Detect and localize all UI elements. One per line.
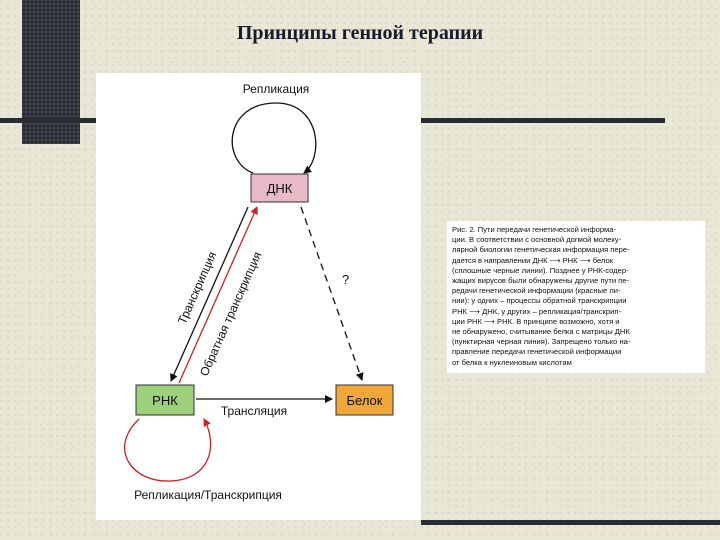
replication-label: Репликация [243, 82, 310, 96]
transcription-arrow [170, 206, 249, 382]
caption-line: не обнаружено, считывание белка с матриц… [452, 327, 630, 337]
reverse-transcription-arrow [178, 206, 258, 384]
rna-label: РНК [152, 393, 178, 408]
caption-line: нии): у одних – процессы обратной транск… [452, 296, 627, 306]
caption-line: РНК ⟶ ДНК, у других – репликация/транскр… [452, 306, 621, 316]
dna-label: ДНК [267, 181, 293, 196]
question-mark-label: ? [342, 272, 349, 287]
diagram-panel: Репликация ДНК Транскрипция Обратная тра… [96, 73, 421, 520]
protein-node [335, 384, 394, 416]
caption-panel: Рис. 2. Пути передачи генетической инфор… [447, 221, 705, 373]
gene-flow-diagram: Репликация ДНК Транскрипция Обратная тра… [123, 82, 394, 502]
caption-line: редачи генетической информации (красные … [452, 286, 621, 296]
dna-replication-loop [231, 102, 317, 174]
slide-title: Принципы генной терапии [236, 22, 484, 44]
decorative-line-bottom [421, 520, 720, 525]
dna-node [250, 173, 309, 203]
dna-to-protein-dashed-arrow [300, 206, 364, 381]
caption-line: жащих вирусов были обнаружены другие пут… [452, 276, 630, 286]
caption-line: правление передачи генетической информац… [452, 347, 622, 357]
rna-replication-label: Репликация/Транскрипция [134, 488, 282, 502]
caption-line: от белка к нуклеиновым кислотам [452, 357, 572, 367]
protein-label: Белок [347, 393, 383, 408]
decorative-line-right [421, 118, 665, 123]
caption-line: (сплошные черные линии). Позднее у РНК-с… [452, 265, 629, 275]
translation-label: Трансляция [221, 404, 287, 418]
caption-line: дается в направлении ДНК ⟶ РНК ⟶ белок [452, 255, 613, 265]
caption-line: (пунктирная черная линия). Запрещено тол… [452, 337, 631, 347]
caption-line: ции РНК ⟶ РНК. В принципе возможно, хотя… [452, 316, 620, 326]
rna-replication-loop [123, 418, 212, 482]
rna-node [135, 384, 195, 416]
caption-line: Рис. 2. Пути передачи генетической инфор… [452, 225, 617, 234]
decorative-line-left [0, 118, 96, 123]
caption-line: ции. В соответствии с основной догмой мо… [452, 235, 622, 245]
caption-line: лярной биологии генетическая информация … [452, 245, 630, 255]
